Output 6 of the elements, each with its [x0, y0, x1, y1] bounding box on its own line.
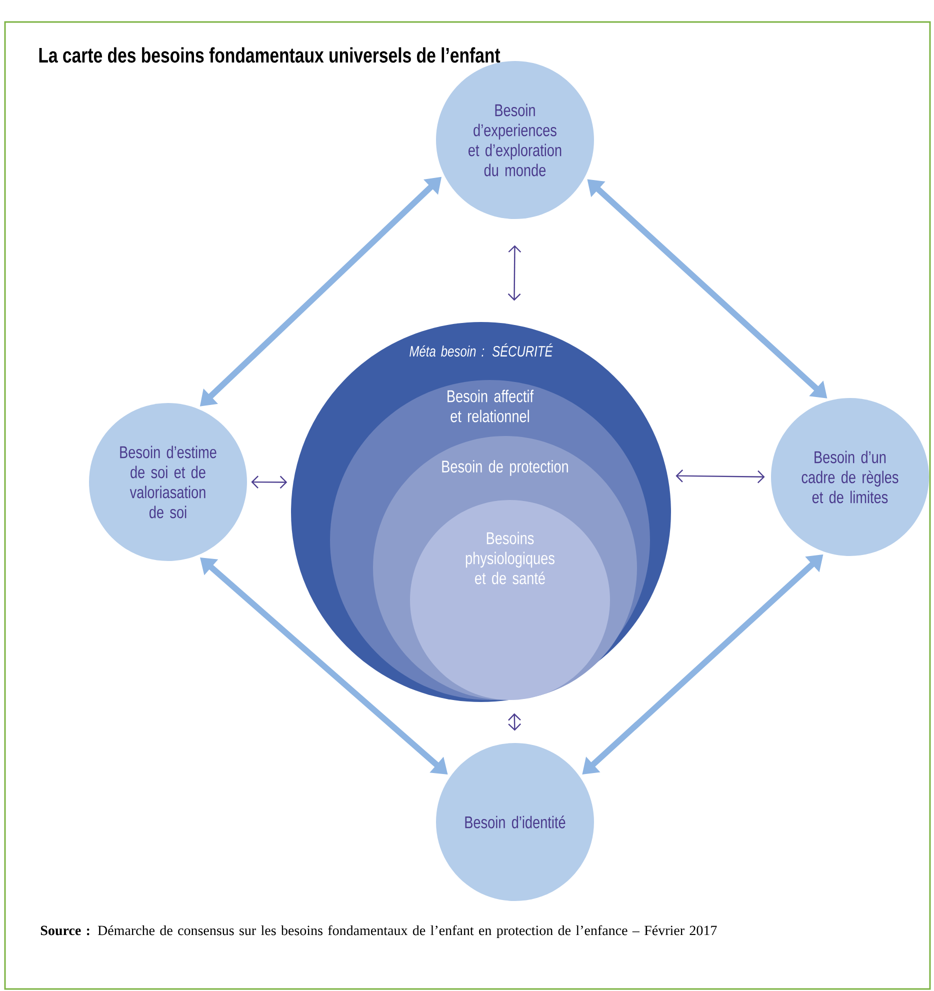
double-arrow [508, 713, 521, 731]
double-arrow [251, 476, 288, 489]
source-note: Source : Démarche de consensus sur les besoins fondamentaux de l’enfant en protection de l’enfance – Février 2017 [40, 925, 717, 938]
double-arrow [676, 469, 765, 484]
title: La carte des besoins fondamentaux universels de l’enfant [39, 47, 500, 63]
double-arrow [508, 245, 522, 301]
